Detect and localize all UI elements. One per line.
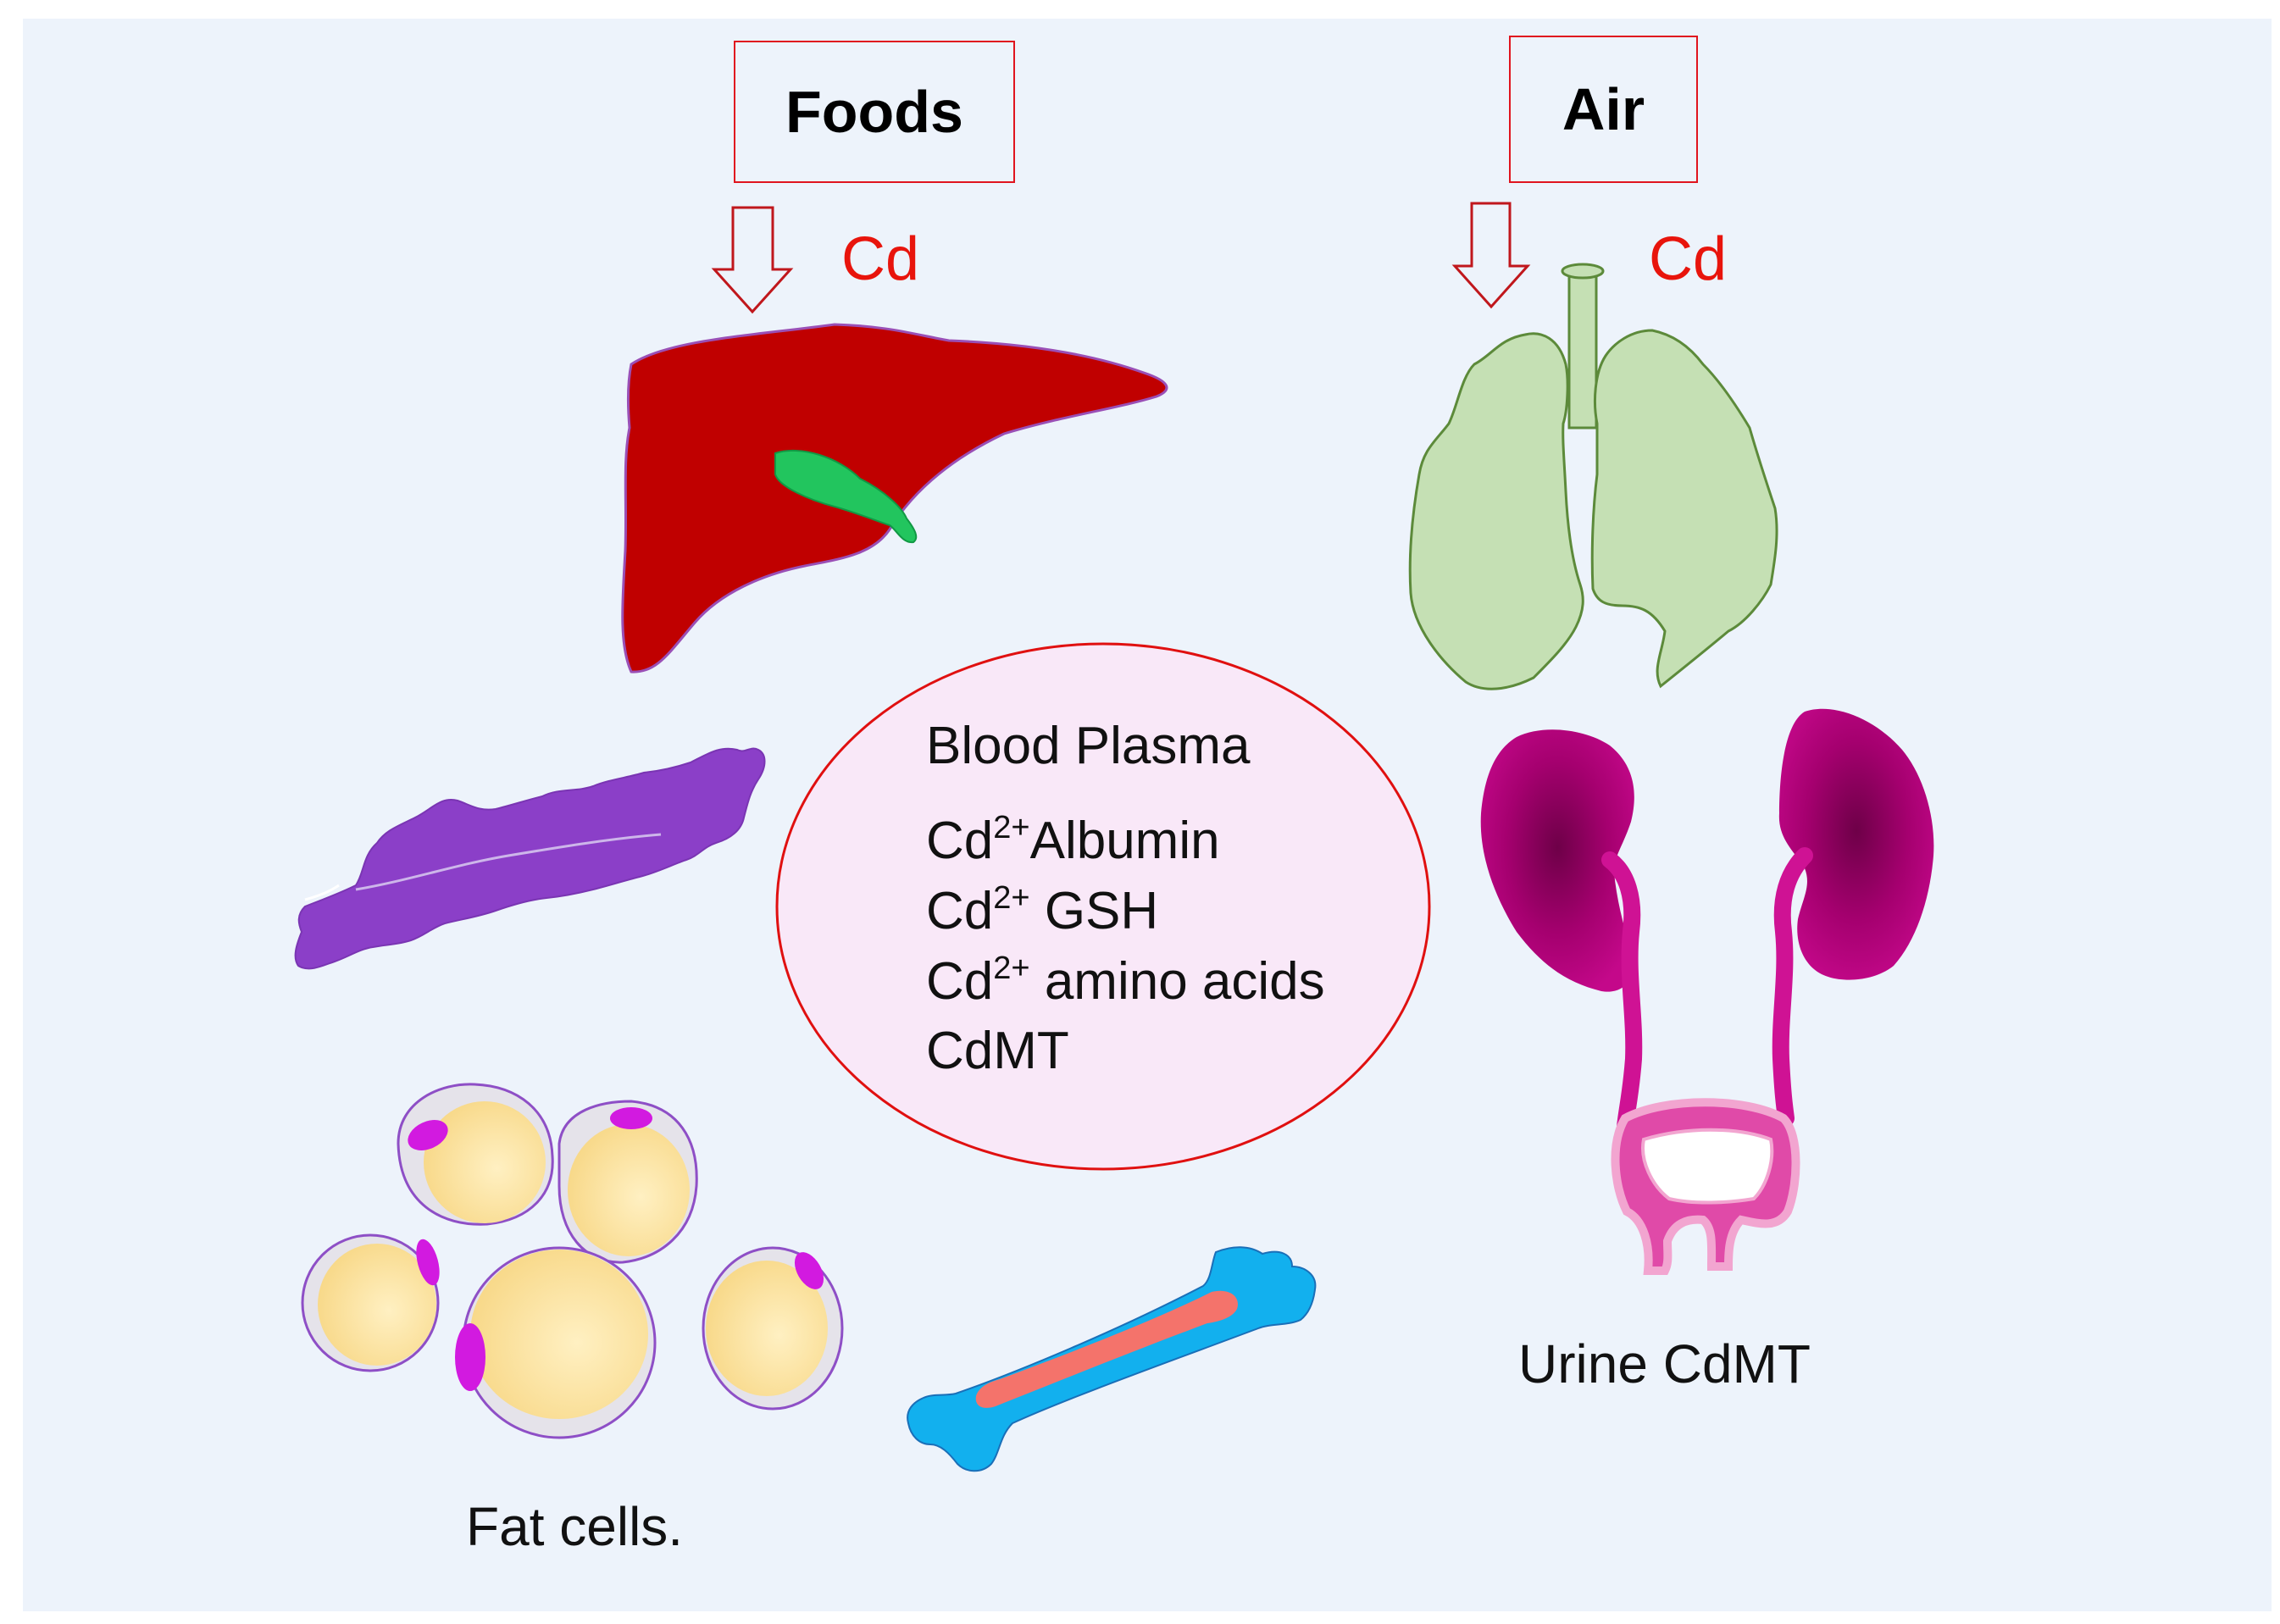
plasma-line-cdmt: CdMT <box>926 1022 1069 1080</box>
fat-cells-icon <box>301 1083 844 1439</box>
plasma-title: Blood Plasma <box>926 717 1251 775</box>
blood-plasma-ellipse <box>775 642 1431 1171</box>
down-arrow-icon <box>1451 202 1531 309</box>
air-source-box: Air <box>1509 36 1698 183</box>
kidneys-icon <box>1480 708 1934 1135</box>
bladder-icon <box>1611 1098 1800 1275</box>
down-arrow-icon <box>711 206 794 314</box>
plasma-line-amino-acids: Cd2+ amino acids <box>926 951 1325 1011</box>
fat-cells-caption: Fat cells. <box>466 1496 684 1557</box>
cd-foods-label: Cd <box>841 225 920 293</box>
plasma-line-gsh: Cd2+ GSH <box>926 880 1159 940</box>
air-label: Air <box>1562 76 1645 142</box>
plasma-line-albumin: Cd2+Albumin <box>926 810 1220 870</box>
cd-air-label: Cd <box>1649 225 1728 293</box>
urine-cdmt-caption: Urine CdMT <box>1518 1333 1811 1394</box>
gallbladder-icon <box>774 449 918 544</box>
pancreas-icon <box>294 747 766 970</box>
liver-icon <box>621 323 1168 673</box>
foods-source-box: Foods <box>734 41 1015 183</box>
bone-icon <box>907 1246 1317 1472</box>
lungs-icon <box>1408 263 1778 690</box>
foods-label: Foods <box>785 79 963 145</box>
